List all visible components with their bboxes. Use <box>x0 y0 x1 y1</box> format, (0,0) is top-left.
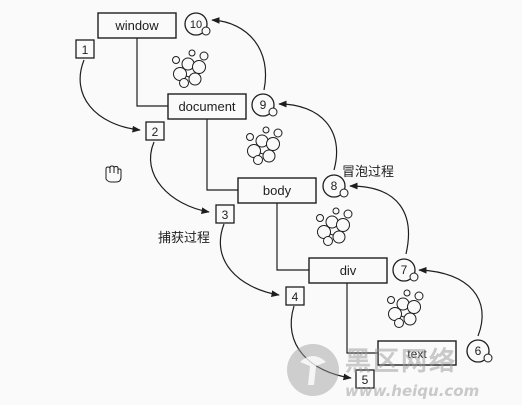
node-window: window <box>97 12 177 39</box>
molecule-icon <box>387 289 424 328</box>
node-label: text <box>407 347 427 361</box>
svg-text:7: 7 <box>401 263 408 277</box>
watermark-text: 黑区网络 <box>345 346 457 377</box>
watermark-logo-icon <box>287 344 339 396</box>
bubble-step: 6 <box>466 339 493 363</box>
node-label: body <box>263 183 292 198</box>
node-label: div <box>340 263 357 278</box>
svg-text:2: 2 <box>152 125 159 139</box>
svg-text:3: 3 <box>222 208 229 222</box>
capture-step: 2 <box>145 121 165 141</box>
bubble-arrow-9-10 <box>211 17 267 91</box>
capture-arrow-1-2 <box>79 59 141 133</box>
molecule-icon <box>246 126 283 165</box>
svg-text:8: 8 <box>331 179 338 193</box>
svg-text:9: 9 <box>260 98 267 112</box>
svg-text:1: 1 <box>82 43 89 57</box>
svg-text:10: 10 <box>190 19 202 31</box>
bubble-step: 10 <box>184 12 211 36</box>
node-body: body <box>237 177 317 204</box>
capture-step-badges: 1 2 3 4 5 <box>75 39 375 389</box>
capture-arrow-2-3 <box>149 141 210 214</box>
connector-div-text <box>346 283 378 354</box>
svg-text:5: 5 <box>362 373 369 387</box>
bubble-step: 8 <box>322 174 349 198</box>
bubble-arrows <box>211 17 483 337</box>
capture-step: 3 <box>215 204 235 224</box>
capture-step: 4 <box>285 286 305 306</box>
connector-body-div <box>276 203 309 271</box>
bubble-arrow-6-7 <box>418 266 483 337</box>
molecule-icon <box>172 49 209 88</box>
connector-window-document <box>136 38 168 107</box>
capture-arrow-4-5 <box>290 305 352 381</box>
node-text: text <box>377 340 457 366</box>
capture-step: 5 <box>355 369 375 389</box>
svg-text:6: 6 <box>475 344 482 358</box>
node-label: window <box>114 18 159 33</box>
node-document: document <box>167 93 247 120</box>
capture-step: 1 <box>75 39 95 59</box>
connector-document-body <box>206 119 238 191</box>
node-div: div <box>308 257 388 284</box>
tree-connectors <box>136 38 378 354</box>
bubble-step-badges: 10 9 8 7 6 <box>184 12 493 363</box>
watermark: 黑区网络 www.heiqu.com <box>287 344 479 400</box>
bubble-arrow-8-9 <box>278 100 338 171</box>
watermark-url: www.heiqu.com <box>345 382 479 400</box>
svg-text:4: 4 <box>292 290 299 304</box>
capture-arrows <box>79 59 352 381</box>
bubble-step: 7 <box>392 258 419 282</box>
molecule-icon <box>316 207 353 246</box>
bubbling-phase-label: 冒泡过程 <box>342 165 394 180</box>
capture-arrow-3-4 <box>219 223 280 298</box>
hand-cursor-icon <box>105 165 122 183</box>
node-label: document <box>178 99 235 114</box>
bubble-step: 9 <box>251 93 278 117</box>
bubble-arrow-7-8 <box>349 182 410 255</box>
capturing-phase-label: 捕获过程 <box>158 230 210 246</box>
